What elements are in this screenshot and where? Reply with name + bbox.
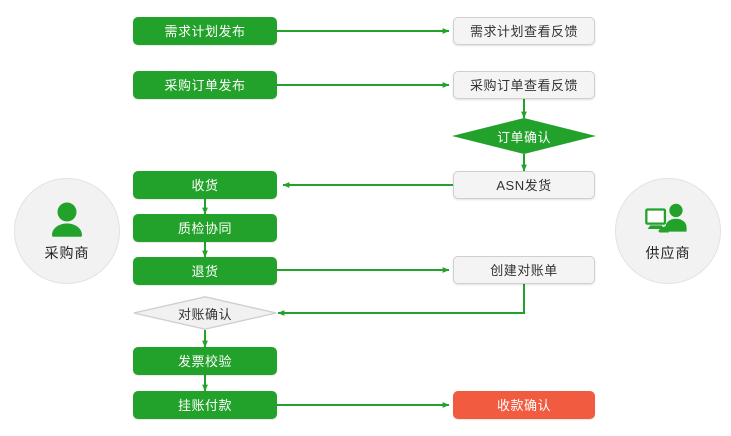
node-reconcile-confirm[interactable]: 对账确认 — [133, 296, 277, 330]
node-goods-receipt[interactable]: 收货 — [133, 171, 277, 199]
node-invoice-verify[interactable]: 发票校验 — [133, 347, 277, 375]
actor-buyer-label: 采购商 — [44, 244, 90, 261]
node-demand-plan-publish[interactable]: 需求计划发布 — [133, 17, 277, 45]
node-return-goods[interactable]: 退货 — [133, 257, 277, 285]
actor-buyer[interactable]: 采购商 — [14, 178, 120, 284]
node-po-publish[interactable]: 采购订单发布 — [133, 71, 277, 99]
actor-supplier[interactable]: 供应商 — [615, 178, 721, 284]
node-order-confirm-label: 订单确认 — [496, 129, 551, 145]
node-order-confirm[interactable]: 订单确认 — [452, 118, 596, 154]
node-receipt-confirm[interactable]: 收款确认 — [453, 391, 595, 419]
diamond-shape-plain — [133, 296, 277, 330]
person-at-computer-icon — [645, 203, 687, 232]
node-reconcile-confirm-label: 对账确认 — [177, 306, 232, 322]
diamond-shape-green — [452, 118, 596, 154]
node-asn-shipment[interactable]: ASN发货 — [453, 171, 595, 199]
node-quality-collab[interactable]: 质检协同 — [133, 214, 277, 242]
node-po-feedback[interactable]: 采购订单查看反馈 — [453, 71, 595, 99]
person-icon — [52, 202, 82, 237]
wire-statement-to-reconcile — [277, 284, 525, 316]
actor-supplier-label: 供应商 — [645, 244, 691, 261]
node-payable-payment[interactable]: 挂账付款 — [133, 391, 277, 419]
node-create-statement[interactable]: 创建对账单 — [453, 256, 595, 284]
node-demand-plan-feedback[interactable]: 需求计划查看反馈 — [453, 17, 595, 45]
